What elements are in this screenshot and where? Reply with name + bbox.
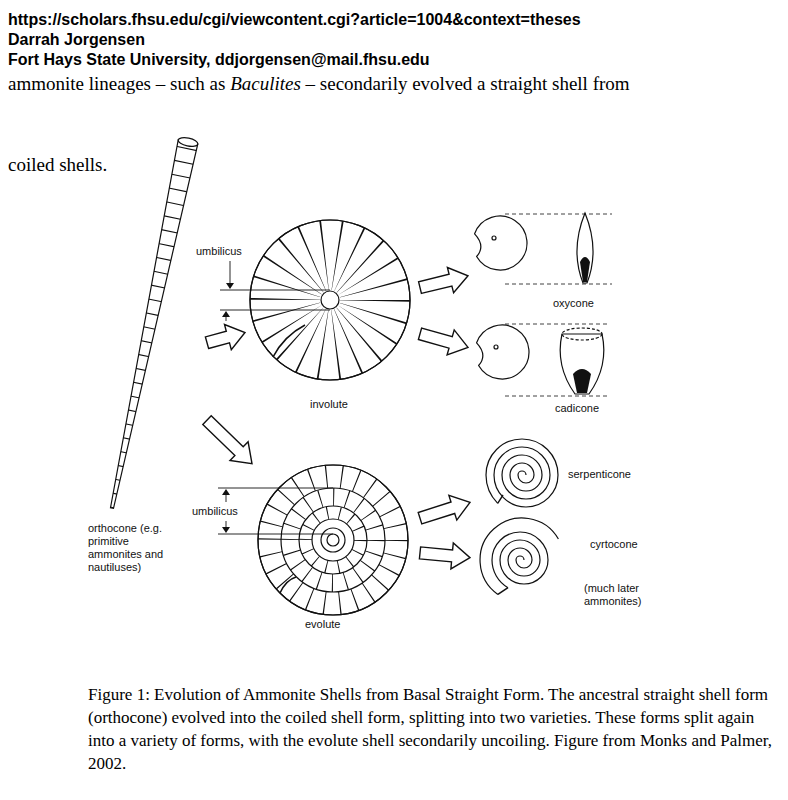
shell-label: cyrtocone bbox=[590, 538, 638, 551]
body-text: Baculites bbox=[230, 73, 301, 94]
body-text: – secondarily evolved a straight shell f… bbox=[306, 73, 630, 94]
shell-form: serpenticone bbox=[470, 432, 660, 512]
block-arrow bbox=[419, 543, 470, 569]
shell-form: evolute bbox=[252, 455, 420, 635]
shell-form: cadicone bbox=[468, 318, 618, 419]
body-line: ammonite lineages – such asBaculites– se… bbox=[8, 72, 630, 96]
shell-form: cyrtocone (much later ammonites) bbox=[470, 514, 670, 620]
block-arrow bbox=[203, 416, 252, 464]
block-arrow bbox=[205, 325, 245, 350]
shell-form: orthocone (e.g. primitive ammonites and … bbox=[82, 132, 207, 587]
block-arrow bbox=[418, 328, 468, 355]
body-text: coiled shells. bbox=[8, 153, 107, 177]
shell-form: involute bbox=[245, 200, 420, 418]
block-arrow bbox=[418, 495, 470, 524]
figure-caption: Figure 1: Evolution of Ammonite Shells f… bbox=[88, 683, 778, 775]
shell-label: involute bbox=[310, 398, 348, 411]
umbilicus-label: umbilicus bbox=[192, 505, 238, 518]
shell-label: evolute bbox=[305, 618, 340, 631]
block-arrow bbox=[419, 268, 468, 294]
umbilicus-label: umbilicus bbox=[196, 245, 242, 258]
shell-form: oxycone bbox=[468, 200, 618, 315]
shell-label: serpenticone bbox=[568, 468, 631, 481]
shell-label: (much later ammonites) bbox=[584, 582, 664, 608]
header-text: Fort Hays State University, ddjorgensen@… bbox=[8, 50, 430, 70]
shell-label: orthocone (e.g. primitive ammonites and … bbox=[88, 522, 172, 574]
shell-label: oxycone bbox=[553, 297, 594, 310]
body-text: ammonite lineages – such as bbox=[8, 73, 225, 94]
header-text: https://scholars.fhsu.edu/cgi/viewconten… bbox=[8, 10, 581, 30]
shell-label: cadicone bbox=[555, 402, 599, 415]
header-text: Darrah Jorgensen bbox=[8, 30, 145, 50]
